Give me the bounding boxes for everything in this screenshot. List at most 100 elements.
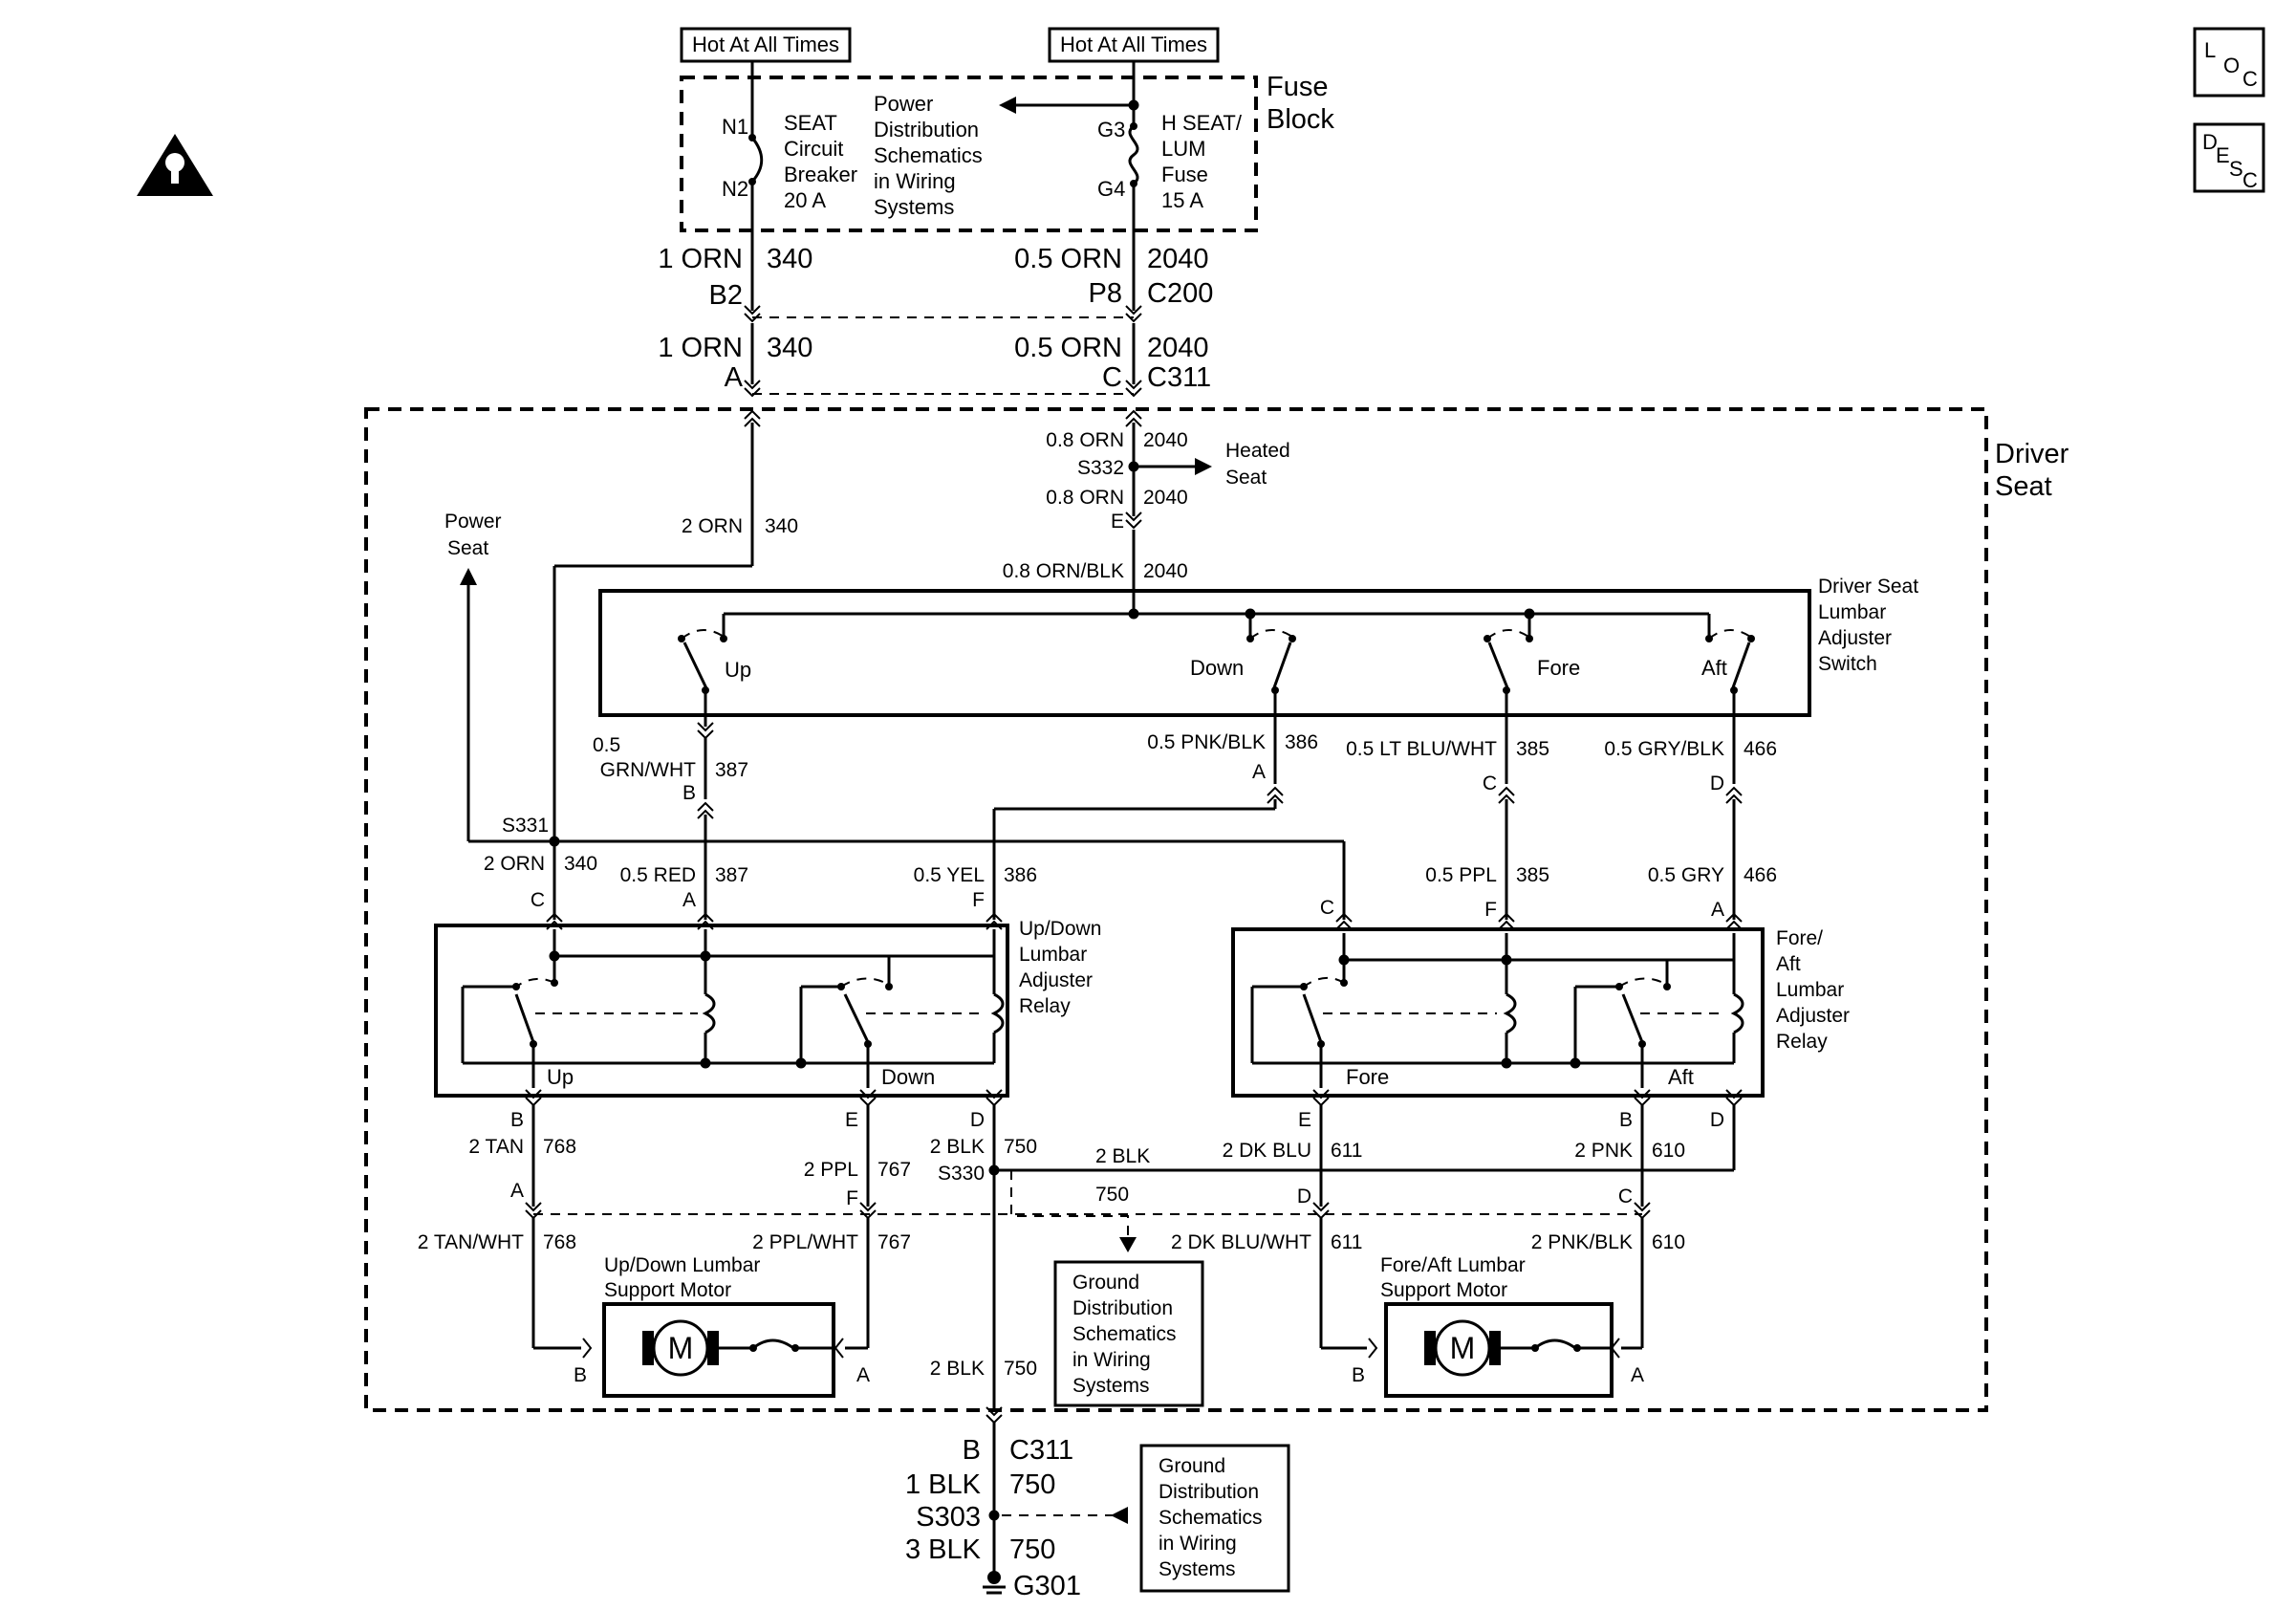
loc-letter-o: O <box>2223 54 2240 77</box>
loc-button[interactable]: L O C <box>2193 27 2265 98</box>
svg-text:F: F <box>1484 899 1497 921</box>
terminal-n2: N2 <box>722 177 748 201</box>
relay-aft-label: Aft <box>1668 1065 1694 1089</box>
svg-text:B: B <box>682 782 696 804</box>
updown-relay-title: Up/Down Lumbar Adjuster Relay <box>1019 918 1101 1017</box>
svg-text:20 A: 20 A <box>784 188 826 212</box>
svg-text:2 BLK: 2 BLK <box>1095 1145 1150 1167</box>
svg-text:385: 385 <box>1516 738 1549 760</box>
svg-text:Circuit: Circuit <box>784 137 843 161</box>
svg-text:Seat: Seat <box>447 537 488 559</box>
loc-letter-l: L <box>2204 38 2216 62</box>
svg-text:Relay: Relay <box>1019 995 1071 1017</box>
ground-distribution-ref-1: Ground Distribution Schematics in Wiring… <box>1053 1260 1204 1407</box>
svg-text:610: 610 <box>1652 1140 1685 1162</box>
updown-motor-labels: 2 TAN/WHT 768 2 PPL/WHT 767 Up/Down Lumb… <box>418 1231 911 1386</box>
desc-button[interactable]: D E S C <box>2193 122 2265 193</box>
svg-text:767: 767 <box>877 1159 911 1181</box>
svg-text:0.8 ORN: 0.8 ORN <box>1046 487 1124 509</box>
svg-text:2040: 2040 <box>1147 333 1209 363</box>
updown-motor: M <box>602 1302 835 1398</box>
svg-text:Lumbar: Lumbar <box>1019 944 1087 966</box>
ground-symbol-icon <box>983 1571 1006 1595</box>
driver-seat-title: Seat <box>1995 471 2052 502</box>
svg-text:2 PPL: 2 PPL <box>804 1159 858 1181</box>
lumbar-switch-title: Driver Seat Lumbar Adjuster Switch <box>1818 576 1918 675</box>
svg-text:2040: 2040 <box>1147 244 1209 274</box>
svg-text:340: 340 <box>564 853 597 875</box>
svg-text:2 TAN/WHT: 2 TAN/WHT <box>418 1231 524 1253</box>
svg-text:2040: 2040 <box>1143 487 1188 509</box>
svg-text:LUM: LUM <box>1161 137 1205 161</box>
svg-text:2 ORN: 2 ORN <box>682 515 743 537</box>
terminal-g4: G4 <box>1097 177 1125 201</box>
svg-text:466: 466 <box>1744 864 1777 886</box>
svg-text:750: 750 <box>1004 1136 1037 1158</box>
svg-text:Distribution: Distribution <box>874 118 979 141</box>
svg-text:in Wiring: in Wiring <box>1072 1349 1151 1371</box>
loc-letter-c: C <box>2242 67 2258 91</box>
driver-seat-title: Driver <box>1995 439 2069 469</box>
svg-text:Fore/: Fore/ <box>1776 927 1823 949</box>
svg-text:466: 466 <box>1744 738 1777 760</box>
switch-aft-label: Aft <box>1701 656 1727 680</box>
svg-text:340: 340 <box>767 333 812 363</box>
svg-text:0.5 RED: 0.5 RED <box>620 864 696 886</box>
foreaft-relay-title: Fore/ Aft Lumbar Adjuster Relay <box>1776 927 1850 1053</box>
relay-output-labels: B 2 TAN 768 A E 2 PPL 767 F D 2 BLK 750 … <box>468 1109 1724 1209</box>
foreaft-motor: M <box>1384 1302 1614 1398</box>
svg-text:0.5 ORN: 0.5 ORN <box>1014 244 1122 274</box>
svg-text:B: B <box>574 1364 587 1386</box>
svg-text:B: B <box>963 1435 981 1466</box>
splice-s303: S303 <box>916 1502 981 1533</box>
arrow-icon <box>1119 1237 1137 1252</box>
hot-at-all-times-label: Hot At All Times <box>1060 33 1207 56</box>
desc-letter-e: E <box>2216 143 2230 167</box>
motor-icon: M <box>668 1331 694 1365</box>
switch-output-labels: 0.5 GRN/WHT 387 B 0.5 PNK/BLK 386 A 0.5 … <box>593 731 1777 804</box>
svg-text:2 DK BLU: 2 DK BLU <box>1223 1140 1311 1162</box>
svg-text:15 A: 15 A <box>1161 188 1203 212</box>
svg-text:D: D <box>970 1109 985 1131</box>
ground-distribution-ref-2: Ground Distribution Schematics in Wiring… <box>1139 1444 1290 1593</box>
svg-text:3 BLK: 3 BLK <box>905 1534 982 1565</box>
svg-text:0.5 PNK/BLK: 0.5 PNK/BLK <box>1147 731 1266 753</box>
splice-s330: S330 <box>938 1163 985 1185</box>
fuse-block: Fuse Block SEAT Circuit Breaker 20 A Pow… <box>680 61 1334 232</box>
splice-s332: S332 <box>1077 457 1124 479</box>
svg-text:E: E <box>845 1109 858 1131</box>
blk-inside-wire: 2 BLK <box>930 1358 985 1380</box>
blk-inside-circuit: 750 <box>1004 1358 1037 1380</box>
svg-text:Up/Down: Up/Down <box>1019 918 1101 940</box>
desc-letter-s: S <box>2229 157 2243 181</box>
svg-text:Distribution: Distribution <box>1072 1297 1173 1319</box>
svg-text:2 BLK: 2 BLK <box>930 1136 985 1158</box>
svg-text:750: 750 <box>1009 1534 1055 1565</box>
c311-labels: 1 ORN 340 A 0.5 ORN 2040 C C311 <box>658 333 1211 393</box>
svg-text:0.5: 0.5 <box>593 734 620 756</box>
svg-text:Relay: Relay <box>1776 1031 1828 1053</box>
svg-text:Schematics: Schematics <box>874 143 983 167</box>
switch-fore-label: Fore <box>1537 656 1580 680</box>
svg-text:P8: P8 <box>1089 278 1122 309</box>
svg-text:387: 387 <box>715 864 748 886</box>
svg-text:0.5 GRY/BLK: 0.5 GRY/BLK <box>1604 738 1724 760</box>
svg-text:Power: Power <box>444 511 502 533</box>
arrow-icon <box>460 568 477 585</box>
relay-down-label: Down <box>881 1065 935 1089</box>
svg-text:Lumbar: Lumbar <box>1776 979 1844 1001</box>
svg-text:H SEAT/: H SEAT/ <box>1161 111 1243 135</box>
svg-text:768: 768 <box>543 1231 576 1253</box>
svg-text:0.8 ORN/BLK: 0.8 ORN/BLK <box>1003 560 1124 582</box>
svg-text:C: C <box>1618 1186 1633 1208</box>
svg-text:D: D <box>1710 772 1724 794</box>
foreaft-relay: Fore Aft <box>1231 927 1765 1098</box>
svg-text:Up/Down Lumbar: Up/Down Lumbar <box>604 1254 760 1276</box>
desc-letter-c2: C <box>2242 168 2258 192</box>
svg-text:Systems: Systems <box>1072 1375 1150 1397</box>
svg-text:C200: C200 <box>1147 278 1213 309</box>
svg-text:2 TAN: 2 TAN <box>468 1136 524 1158</box>
svg-text:A: A <box>1631 1364 1644 1386</box>
svg-text:A: A <box>1252 761 1266 783</box>
